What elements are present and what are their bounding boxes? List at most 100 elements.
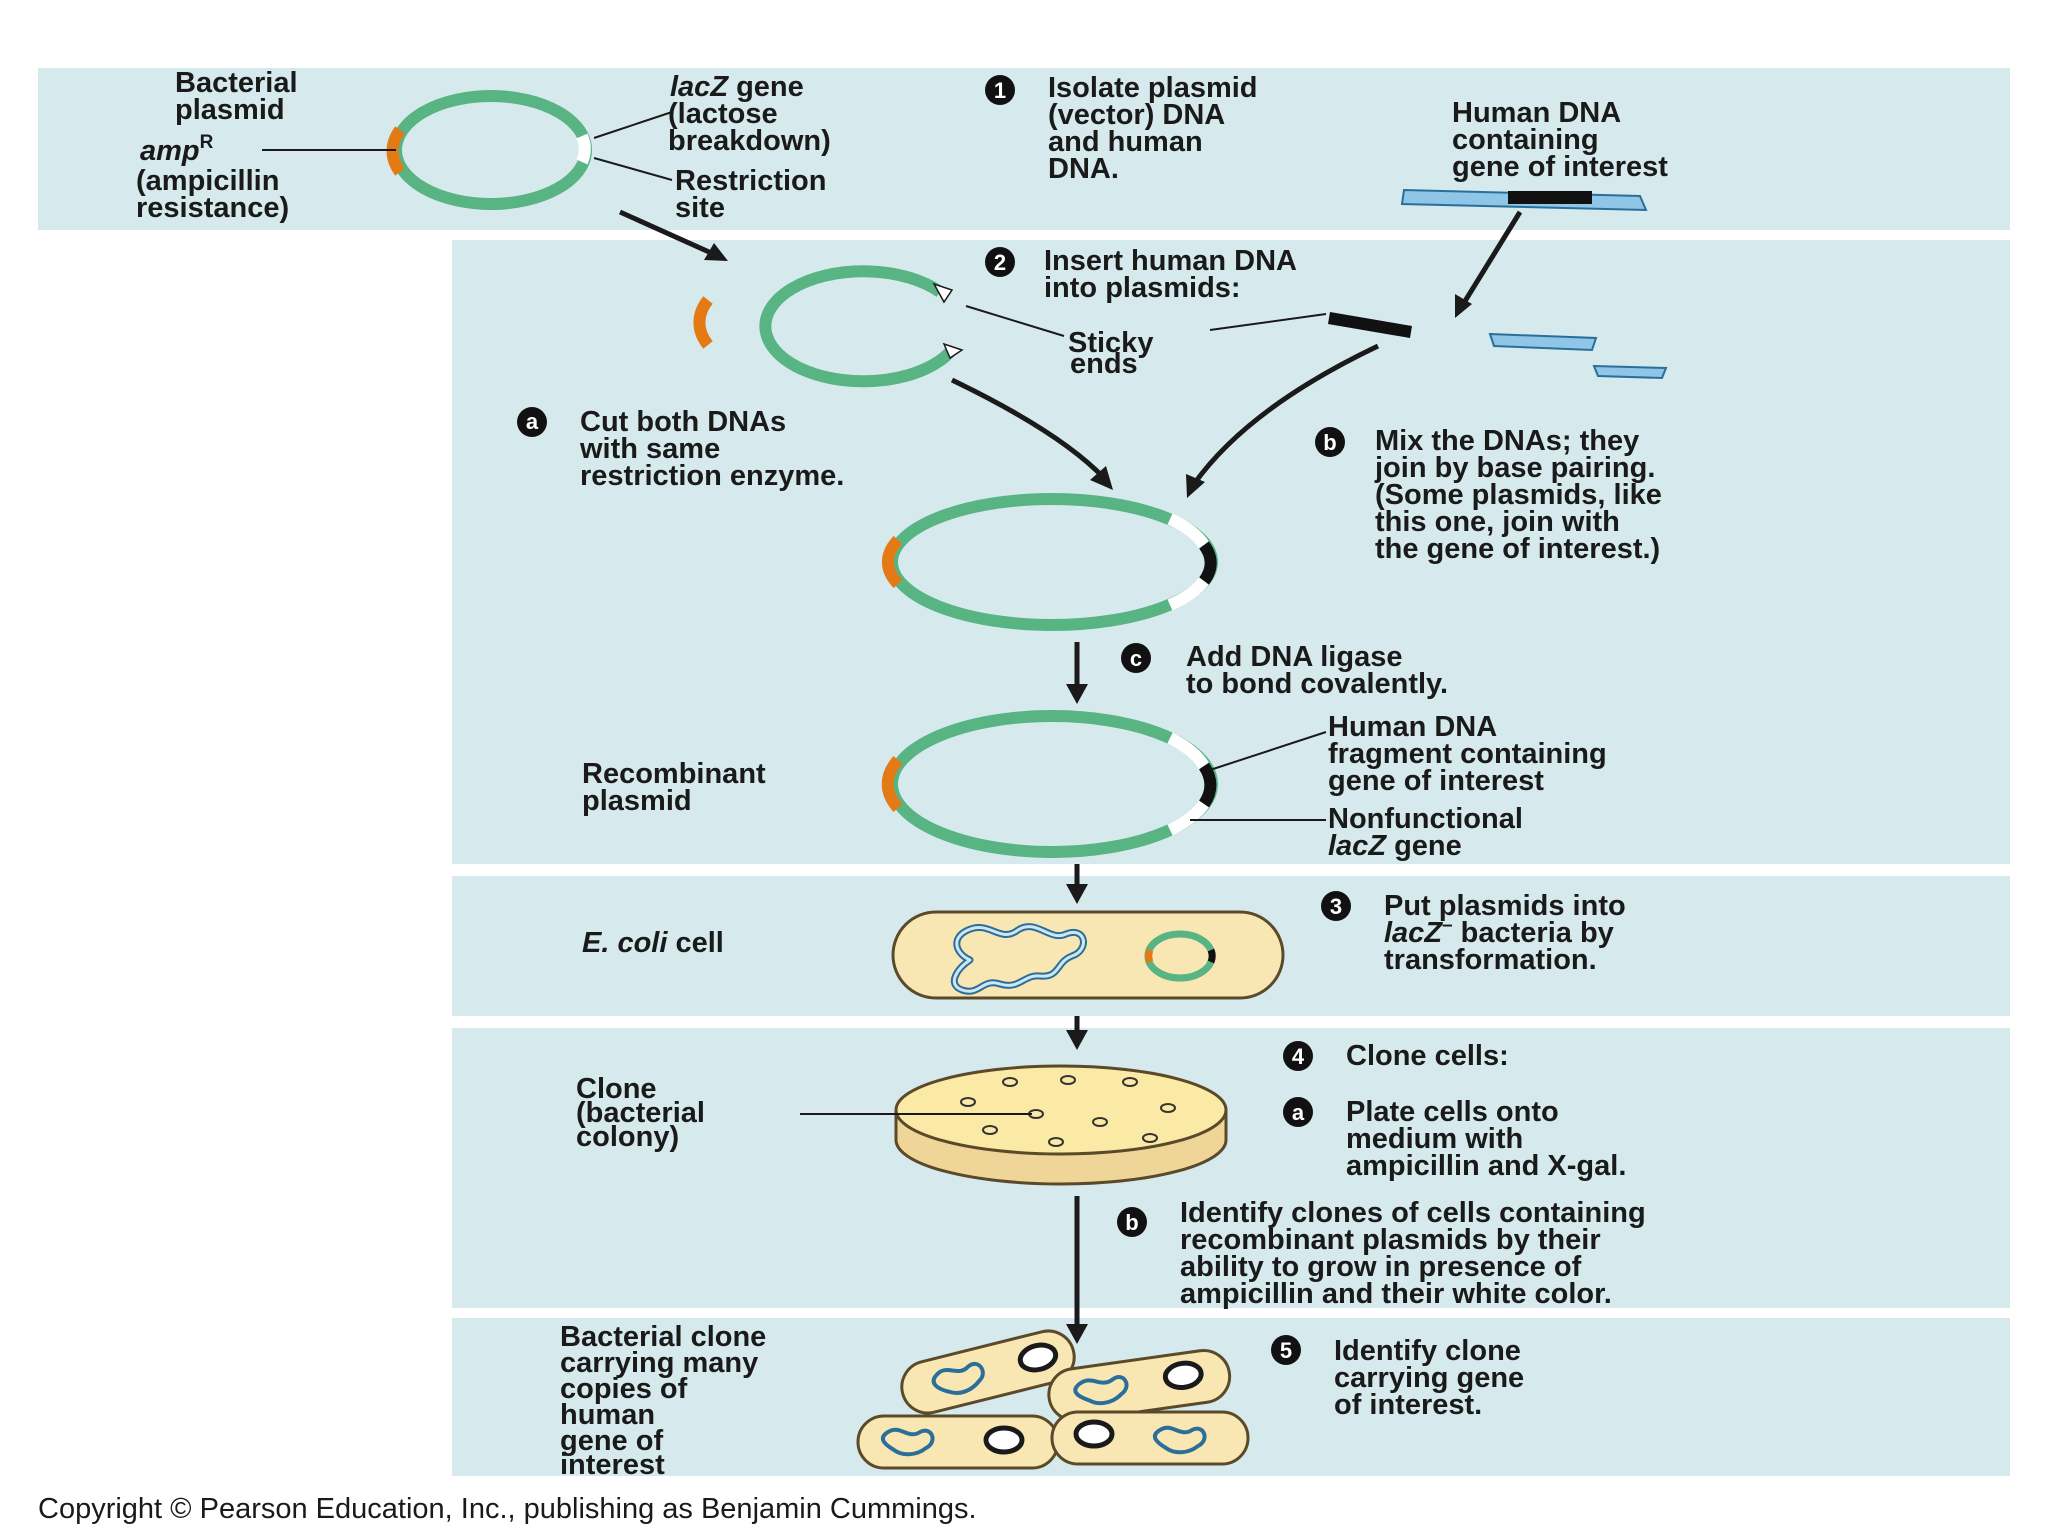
step2b-text-3: (Some plasmids, like bbox=[1375, 479, 1662, 511]
step4a-text-1: Plate cells onto bbox=[1346, 1096, 1559, 1128]
step4a-text-2: medium with bbox=[1346, 1123, 1523, 1155]
clone-label-2: (bacterial bbox=[576, 1097, 705, 1129]
restriction-site-label-2: site bbox=[675, 192, 725, 224]
lacz-desc-2: breakdown) bbox=[668, 125, 831, 157]
arrow-fragment-to-mix bbox=[1191, 343, 1380, 486]
recombinant-plasmid-label-1: Recombinant bbox=[582, 758, 766, 790]
step4-number-badge bbox=[1283, 1041, 1313, 1071]
fragment-pointer-line bbox=[1209, 731, 1327, 771]
step1-text-2: (vector) DNA bbox=[1048, 99, 1225, 131]
step4a-text-3: ampicillin and X-gal. bbox=[1346, 1150, 1626, 1182]
step2a-text-3: restriction enzyme. bbox=[580, 460, 844, 492]
step2a-letter: a bbox=[526, 409, 539, 434]
step2b-letter: b bbox=[1323, 430, 1336, 455]
recombinant-plasmid bbox=[881, 710, 1218, 858]
bacterial-clone-label-4: human bbox=[560, 1399, 655, 1431]
bacterial-plasmid-label-1: Bacterial bbox=[175, 67, 298, 99]
sticky-pointer-right bbox=[1209, 313, 1327, 331]
step4-number: 4 bbox=[1292, 1044, 1305, 1069]
arrow-head-7 bbox=[1066, 1030, 1088, 1050]
step2c-text-1: Add DNA ligase bbox=[1186, 641, 1402, 673]
sticky-ends-label-1: Sticky bbox=[1068, 327, 1153, 359]
arrow-head-6 bbox=[1066, 884, 1088, 904]
arrow-head-1 bbox=[704, 243, 728, 261]
step3-text-1: Put plasmids into bbox=[1384, 890, 1626, 922]
restriction-pointer-line bbox=[593, 157, 673, 181]
arrow-head-4 bbox=[1186, 474, 1205, 498]
bacterial-clone-label-3: copies of bbox=[560, 1373, 688, 1405]
arrow-plasmid-to-cut bbox=[618, 209, 720, 259]
restriction-site-label-1: Restriction bbox=[675, 165, 826, 197]
human-dna-strand bbox=[1400, 188, 1648, 212]
arrow-cut-plasmid-to-mix bbox=[950, 377, 1106, 480]
nonfunctional-label-1: Nonfunctional bbox=[1328, 803, 1523, 835]
step2a-letter-badge bbox=[517, 407, 547, 437]
bacterial-clone-label-5: gene of bbox=[560, 1425, 663, 1457]
step2c-letter: c bbox=[1130, 646, 1142, 671]
sticky-ends-label-2: ends bbox=[1070, 348, 1138, 380]
step2b-letter-badge bbox=[1315, 427, 1345, 457]
ecoli-cell bbox=[891, 910, 1285, 1000]
step3-text-2: lacZ– bacteria by bbox=[1384, 915, 1614, 949]
step2b-text-2: join by base pairing. bbox=[1374, 452, 1655, 484]
step2a-text-2: with same bbox=[579, 433, 720, 465]
step2b-text-4: this one, join with bbox=[1375, 506, 1620, 538]
human-dna-label-1: Human DNA bbox=[1452, 97, 1621, 129]
human-dna-label-2: containing bbox=[1452, 124, 1599, 156]
joined-plasmid bbox=[882, 493, 1218, 631]
step1-text-3: and human bbox=[1048, 126, 1203, 158]
step1-text-4: DNA. bbox=[1048, 153, 1119, 185]
arrow-head-8 bbox=[1066, 1324, 1088, 1344]
bacterial-clone-label-1: Bacterial clone bbox=[560, 1321, 766, 1353]
lacz-gene-label: lacZ gene bbox=[670, 71, 804, 103]
step2-number-badge bbox=[985, 247, 1015, 277]
step2b-text-5: the gene of interest.) bbox=[1375, 533, 1660, 565]
petri-dish bbox=[894, 1064, 1228, 1186]
bacterial-clone-cells bbox=[856, 1329, 1250, 1470]
copyright-notice: Copyright © Pearson Education, Inc., pub… bbox=[38, 1493, 977, 1525]
step3-number: 3 bbox=[1330, 894, 1342, 919]
amp-desc-2: resistance) bbox=[136, 192, 289, 224]
fragment-label-2: fragment containing bbox=[1328, 738, 1607, 770]
fragment-label-3: gene of interest bbox=[1328, 765, 1544, 797]
panel-step2 bbox=[452, 240, 2010, 864]
step2-number: 2 bbox=[994, 250, 1006, 275]
fragment-label-1: Human DNA bbox=[1328, 711, 1497, 743]
step1-number: 1 bbox=[994, 78, 1006, 103]
step4b-letter-badge bbox=[1117, 1207, 1147, 1237]
step3-text-3: transformation. bbox=[1384, 944, 1597, 976]
arrow-head-2 bbox=[1455, 294, 1472, 318]
step3-number-badge bbox=[1321, 891, 1351, 921]
step5-number: 5 bbox=[1280, 1338, 1292, 1363]
step1-number-badge bbox=[985, 75, 1015, 105]
cut-human-dna-fragments bbox=[1328, 312, 1668, 380]
lacz-pointer-line bbox=[593, 111, 673, 139]
step4b-letter: b bbox=[1125, 1210, 1138, 1235]
step4b-text-4: ampicillin and their white color. bbox=[1180, 1278, 1612, 1310]
step2-text-2: into plasmids: bbox=[1044, 272, 1241, 304]
step4b-text-1: Identify clones of cells containing bbox=[1180, 1197, 1646, 1229]
arrow-humandna-to-cut bbox=[1459, 210, 1523, 308]
step5-number-badge bbox=[1271, 1335, 1301, 1365]
clone-label-1: Clone bbox=[576, 1073, 657, 1105]
amp-gene-label: ampR bbox=[140, 132, 214, 167]
step2b-text-1: Mix the DNAs; they bbox=[1375, 425, 1639, 457]
step2c-letter-badge bbox=[1121, 643, 1151, 673]
clone-label-3: colony) bbox=[576, 1121, 679, 1153]
step4a-letter-badge bbox=[1283, 1097, 1313, 1127]
sticky-pointer-left bbox=[965, 305, 1065, 337]
step4b-text-2: recombinant plasmids by their bbox=[1180, 1224, 1601, 1256]
nonfunctional-label-2: lacZ gene bbox=[1328, 830, 1462, 862]
step1-text-1: Isolate plasmid bbox=[1048, 72, 1258, 104]
step5-text-1: Identify clone bbox=[1334, 1335, 1521, 1367]
arrow-head-3 bbox=[1090, 466, 1113, 490]
arrow-head-5 bbox=[1066, 684, 1088, 704]
step4a-letter: a bbox=[1292, 1100, 1305, 1125]
step4-title: Clone cells: bbox=[1346, 1040, 1509, 1072]
panel-step4 bbox=[452, 1028, 2010, 1308]
step2-text-1: Insert human DNA bbox=[1044, 245, 1297, 277]
bacterial-clone-label-6: interest bbox=[560, 1449, 665, 1481]
cut-plasmid bbox=[693, 265, 964, 388]
bacterial-plasmid-label-2: plasmid bbox=[175, 94, 285, 126]
